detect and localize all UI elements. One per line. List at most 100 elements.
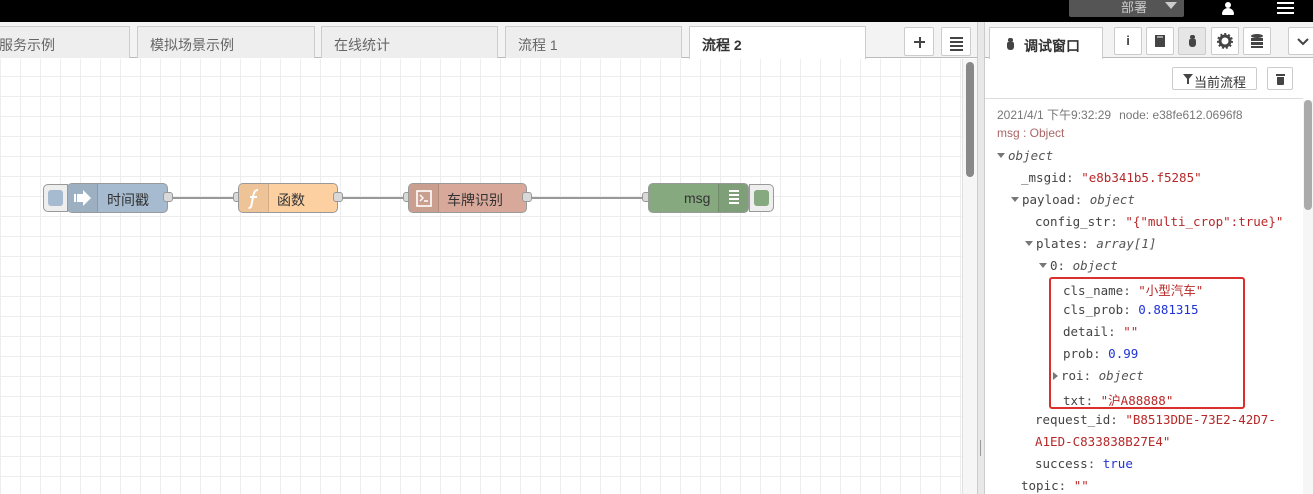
- tree-value: object: [1072, 258, 1118, 273]
- flow-list-button[interactable]: [941, 27, 971, 56]
- tree-value: object: [1008, 148, 1054, 163]
- tab-label: 服务示例: [0, 37, 55, 53]
- tree-key: cls_name: [1063, 283, 1124, 298]
- debug-list-icon: [718, 184, 748, 212]
- sidebar-tab-bar: 调试窗口 i: [985, 22, 1313, 59]
- highlight-box: [1049, 277, 1245, 409]
- debug-scrollbar[interactable]: [1303, 100, 1313, 494]
- wire[interactable]: [530, 197, 647, 199]
- canvas-scrollbar[interactable]: [962, 59, 977, 494]
- tab-flow-1[interactable]: 流程 1: [505, 26, 682, 58]
- message-node-id[interactable]: node: e38fe612.0696f8: [1119, 108, 1243, 122]
- tree-key: 0: [1050, 258, 1058, 273]
- tab-online-stats[interactable]: 在线统计: [321, 26, 498, 58]
- tree-key: payload: [1022, 192, 1075, 207]
- tree-row[interactable]: roi: object: [1053, 368, 1144, 383]
- chevron-down-icon[interactable]: [1165, 2, 1177, 9]
- tab-label: 流程 1: [518, 37, 558, 53]
- tree-row[interactable]: 0: object: [1039, 258, 1118, 273]
- inject-arrow-icon: [68, 184, 98, 212]
- wire[interactable]: [172, 197, 237, 199]
- sidebar-separator[interactable]: [977, 22, 985, 494]
- tree-value: object: [1098, 368, 1144, 383]
- tree-key: _msgid: [1021, 170, 1067, 185]
- tree-row: detail: "": [1063, 324, 1139, 339]
- tree-row[interactable]: payload: object: [1011, 192, 1135, 207]
- expand-caret-icon[interactable]: [1025, 241, 1033, 246]
- tree-value: "e8b341b5.f5285": [1081, 170, 1202, 185]
- tree-value: "沪A88888": [1100, 393, 1174, 408]
- tree-row: topic: "": [1021, 478, 1089, 493]
- function-node[interactable]: 函数: [238, 183, 338, 213]
- workspace-tab-bar: 服务示例 模拟场景示例 在线统计 流程 1 流程 2: [0, 22, 977, 59]
- message-timestamp: 2021/4/1 下午9:32:29: [997, 108, 1112, 122]
- output-port[interactable]: [163, 192, 173, 202]
- filter-current-flow-button[interactable]: 当前流程: [1172, 67, 1257, 90]
- expand-caret-icon[interactable]: [997, 153, 1005, 158]
- add-flow-button[interactable]: [904, 27, 934, 56]
- trash-icon: [1276, 74, 1285, 76]
- hamburger-menu-icon[interactable]: [1277, 2, 1294, 14]
- collapse-caret-icon[interactable]: [1053, 372, 1058, 380]
- scroll-thumb[interactable]: [966, 62, 974, 177]
- output-port[interactable]: [333, 192, 343, 202]
- node-label: 时间戳: [107, 192, 149, 208]
- deploy-button[interactable]: 部署: [1069, 0, 1184, 17]
- tree-row: request_id: "B8513DDE-73E2-42D7-: [1035, 412, 1276, 427]
- plate-recognition-node[interactable]: 车牌识别: [408, 183, 527, 213]
- info-icon[interactable]: i: [1114, 27, 1142, 55]
- debug-node[interactable]: msg: [648, 183, 749, 213]
- node-label: msg: [684, 190, 711, 206]
- tree-row: _msgid: "e8b341b5.f5285": [1021, 170, 1202, 185]
- gear-icon[interactable]: [1211, 27, 1239, 55]
- tree-row: txt: "沪A88888": [1063, 393, 1174, 408]
- template-icon: [409, 184, 439, 212]
- output-port[interactable]: [522, 192, 532, 202]
- node-label: 车牌识别: [447, 192, 503, 208]
- database-icon[interactable]: [1243, 27, 1271, 55]
- tree-key: topic: [1021, 478, 1059, 493]
- tree-row[interactable]: object: [997, 148, 1053, 163]
- clear-messages-button[interactable]: [1267, 67, 1293, 90]
- scroll-thumb[interactable]: [1304, 100, 1312, 210]
- tree-value: "小型汽车": [1138, 283, 1204, 298]
- chevron-down-icon[interactable]: [1288, 27, 1313, 55]
- deploy-label: 部署: [1121, 0, 1148, 15]
- inject-node[interactable]: 时间戳: [67, 183, 168, 213]
- tree-value: "": [1123, 324, 1139, 339]
- tree-value: 0.99: [1108, 346, 1139, 361]
- top-header-bar: 部署: [0, 0, 1313, 22]
- expand-caret-icon[interactable]: [1039, 263, 1047, 268]
- expand-caret-icon[interactable]: [1011, 197, 1019, 202]
- node-label: 函数: [277, 192, 305, 208]
- tab-flow-2[interactable]: 流程 2: [689, 26, 866, 59]
- user-icon[interactable]: [1222, 2, 1234, 15]
- tab-service-example[interactable]: 服务示例: [0, 26, 130, 58]
- tree-value: A1ED-C833838B27E4": [1035, 434, 1171, 449]
- wire[interactable]: [343, 197, 407, 199]
- tab-label: 模拟场景示例: [150, 37, 234, 53]
- bug-icon: [1187, 35, 1198, 47]
- tree-row: config_str: "{"multi_crop":true}": [1035, 214, 1284, 229]
- book-icon[interactable]: [1146, 27, 1174, 55]
- tree-value: object: [1089, 192, 1135, 207]
- tree-row: cls_prob: 0.881315: [1063, 302, 1199, 317]
- debug-toolbar: 当前流程: [985, 59, 1303, 99]
- tree-row: success: true: [1035, 456, 1133, 471]
- debug-toggle-button[interactable]: [749, 184, 774, 212]
- flow-canvas[interactable]: [0, 59, 962, 494]
- inject-trigger-button[interactable]: [43, 184, 68, 212]
- tree-key: request_id: [1035, 412, 1111, 427]
- tree-row[interactable]: plates: array[1]: [1025, 236, 1156, 251]
- tree-value: array[1]: [1096, 236, 1157, 251]
- debug-sidebar-button[interactable]: [1178, 27, 1206, 55]
- filter-icon: [1183, 74, 1193, 80]
- tab-label: 调试窗口: [1024, 38, 1080, 54]
- message-type: msg : Object: [997, 126, 1065, 140]
- tab-debug[interactable]: 调试窗口: [989, 27, 1103, 59]
- tree-row: cls_name: "小型汽车": [1063, 283, 1204, 298]
- tree-key: plates: [1036, 236, 1082, 251]
- tab-simulation-example[interactable]: 模拟场景示例: [137, 26, 315, 58]
- sidebar: 调试窗口 i 当前流程 2021/4/1 下午9:32:29 node: e38f…: [985, 22, 1313, 494]
